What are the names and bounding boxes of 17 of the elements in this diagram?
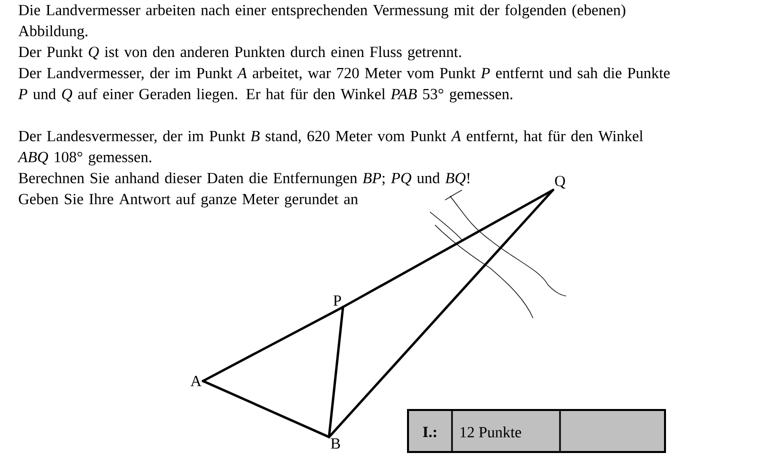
instruction-text: Der Punkt Q ist von den anderen Punkten durch einen Fluss getrennt. [18,46,462,60]
instruction-text: Der Landvermesser, der im Punkt A arbeitet, war 720 Meter vom Punkt P entfernt und sah die Punkte P und Q auf einer Geraden liegen. Er hat für den Winkel PAB 53° gemessen. [18,67,670,102]
table-label: I.: [423,426,436,438]
point-label: B [330,438,340,449]
triangle-side [202,380,330,438]
triangle-side [342,188,554,308]
triangle-side [202,306,344,382]
instruction-text: Geben Sie Ihre Antwort auf ganze Meter gerundet an [18,193,358,208]
point-label: A [190,376,202,386]
point-label: P [333,295,341,306]
triangle-side [328,306,344,438]
score-text: 12 Punkte [460,426,522,438]
instruction-text: Berechnen Sie anhand dieser Daten die Entfernungen BP; PQ und BQ! [18,172,470,186]
instruction-text: Die Landvermesser arbeiten nach einer entsprechenden Vermessung mit der folgenden (ebenen) Abbildung. [18,4,626,40]
instruction-text: Der Landesvermesser, der im Punkt B stand, 620 Meter vom Punkt A entfernt, hat für den Winkel ABQ 108° gemessen. [17,130,644,166]
point-label: Q [555,176,566,189]
triangle-side [328,188,554,438]
